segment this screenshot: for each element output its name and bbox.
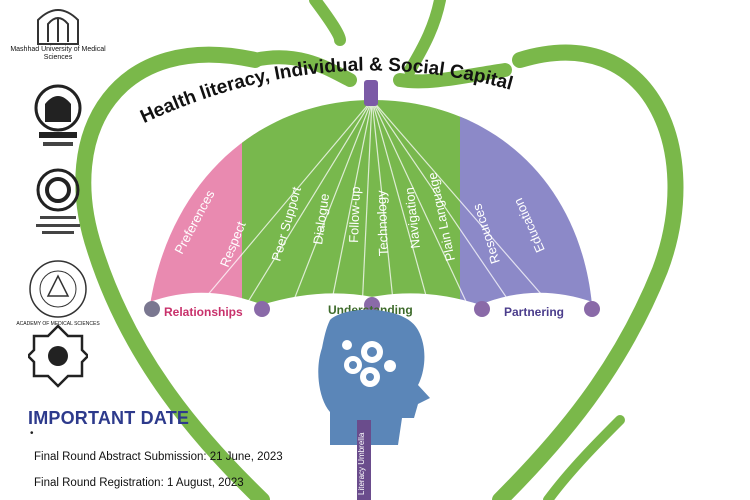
mashhad-municipality-logo	[8, 322, 108, 392]
municipality-knot-icon	[28, 324, 88, 388]
academy-caption: ACADEMY OF MEDICAL SCIENCES	[16, 321, 100, 327]
association-emblem-icon	[36, 168, 80, 234]
handle-label: Literacy Umbrella	[357, 432, 366, 495]
umbrella-panel-label: Follow-up	[346, 186, 363, 243]
group-partnering: Partnering	[504, 305, 564, 319]
umbrella-panel-label: Dialogue	[310, 193, 332, 246]
shrine-dome-icon	[34, 84, 82, 146]
apple-outline	[75, 0, 684, 500]
academy-medical-sciences-logo: ACADEMY OF MEDICAL SCIENCES	[8, 258, 108, 328]
handle-label-text: Literacy Umbrella	[357, 432, 366, 495]
group-relationships: Relationships	[164, 305, 243, 319]
important-dates-heading: IMPORTANT DATE	[28, 408, 190, 428]
abstract-deadline: Final Round Abstract Submission: 21 June…	[34, 451, 283, 463]
mashhad-university-logo: Mashhad University of Medical Sciences	[8, 2, 108, 62]
bullet-marker: •	[30, 428, 34, 439]
astan-quds-logo	[8, 82, 108, 152]
umbrella-handle	[357, 420, 371, 500]
head-with-gears-icon	[318, 309, 430, 445]
health-literacy-association-logo	[8, 168, 108, 238]
mashhad-crest-icon	[37, 9, 79, 45]
registration-deadline: Final Round Registration: 1 August, 2023	[34, 477, 244, 489]
umbrella-panel-label: Technology	[374, 190, 391, 257]
umbrella-canopy	[150, 100, 592, 305]
mashhad-caption: Mashhad University of Medical Sciences	[10, 46, 106, 61]
umbrella-panel-label: Navigation	[402, 187, 423, 250]
academy-seal-icon	[29, 260, 87, 318]
rib-tips	[144, 297, 600, 317]
umbrella-top-knob	[364, 80, 378, 106]
sponsor-logos: Mashhad University of Medical Sciences A…	[8, 0, 108, 400]
important-dates: IMPORTANT DATE • Final Round Abstract Su…	[28, 408, 348, 489]
